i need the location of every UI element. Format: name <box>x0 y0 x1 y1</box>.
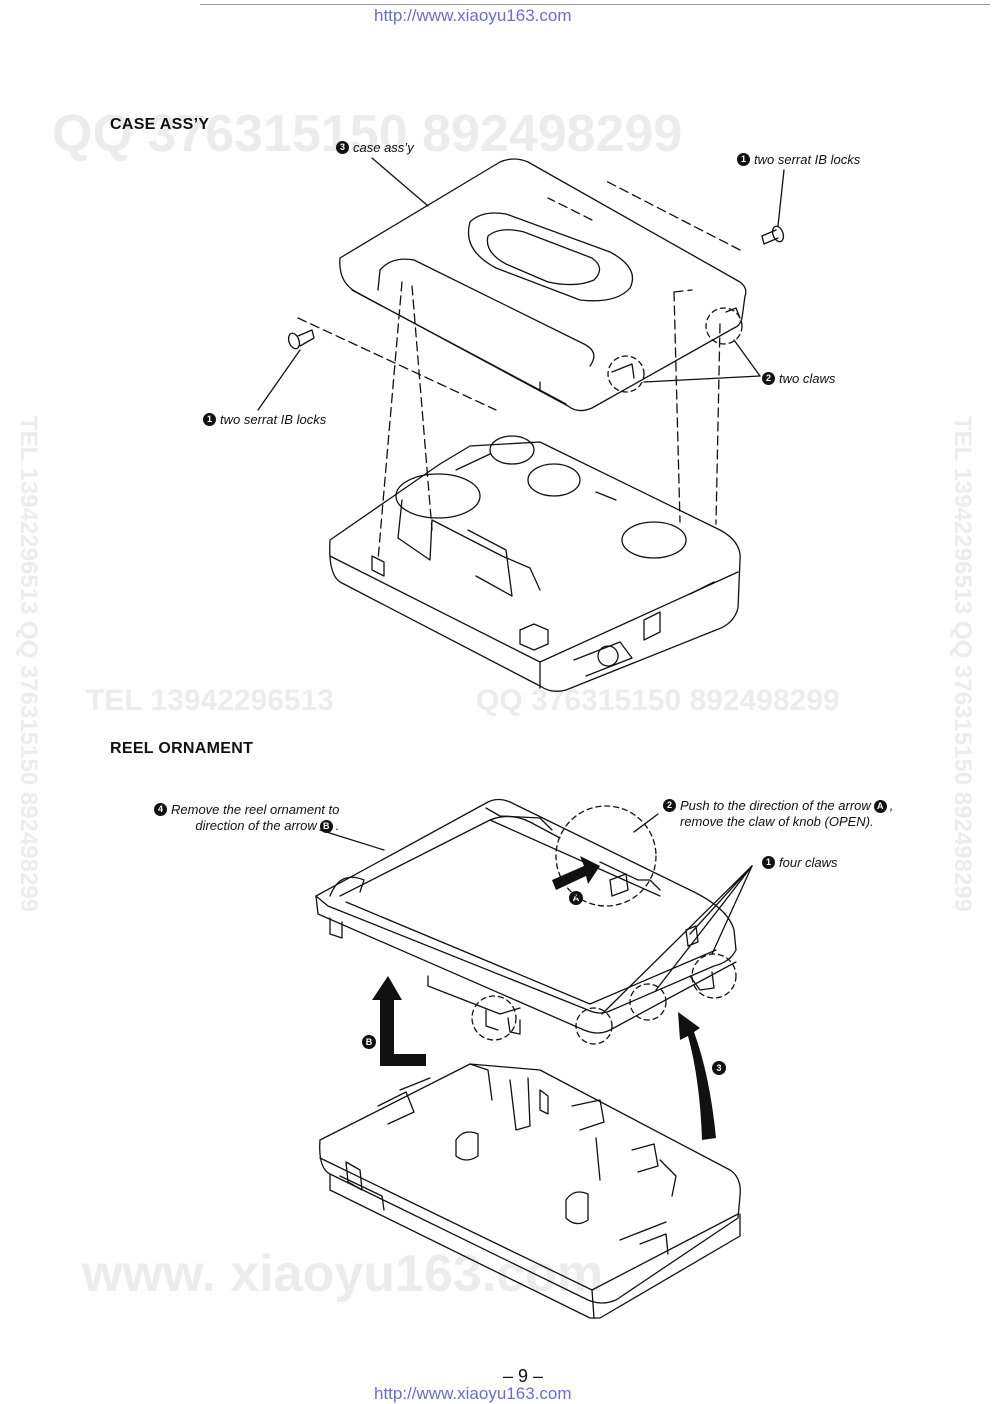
case-mechanism-chassis <box>329 435 741 692</box>
arrow-badge-b: B <box>362 1035 376 1049</box>
case-cover-part <box>339 158 747 412</box>
watermark-bottom: www. xiaoyu163.com <box>82 1245 604 1303</box>
label-text: two serrat IB locks <box>220 412 327 427</box>
label-two-claws: 2 two claws <box>762 371 835 387</box>
label-push-direction: 2 Push to the direction of the arrow A, … <box>663 798 893 830</box>
label-line-1: Remove the reel ornament to <box>171 802 340 817</box>
header-url-link[interactable]: http://www.xiaoyu163.com <box>374 6 572 25</box>
label-text: case ass’y <box>353 140 414 155</box>
arrow-badge-a: A <box>873 800 887 813</box>
label-line-2: direction of the arrow <box>195 818 317 833</box>
label-serrat-locks-left: 1 two serrat IB locks <box>203 412 326 428</box>
label-text: two serrat IB locks <box>754 152 861 167</box>
step-number-badge-3: 3 <box>712 1061 726 1075</box>
claw-circle-left <box>607 355 645 393</box>
arrow-a <box>552 856 600 890</box>
reel-ornament-title: REEL ORNAMENT <box>110 740 254 757</box>
step-number-badge: 1 <box>203 413 216 426</box>
watermark-top: QQ 376315150 892498299 <box>52 105 683 163</box>
claw-circle-2 <box>575 1007 613 1045</box>
reel-ornament-frame <box>315 798 737 1035</box>
label-serrat-locks-right: 1 two serrat IB locks <box>737 152 860 168</box>
claw-circle-3 <box>629 983 667 1021</box>
label-case-assy: 3 case ass’y <box>336 140 414 156</box>
leader-claw-1 <box>643 375 761 383</box>
claw-circle-1 <box>471 995 517 1041</box>
leader-screw-left <box>257 349 301 411</box>
footer-url-link[interactable]: http://www.xiaoyu163.com <box>374 1384 572 1403</box>
label-line-2: remove the claw of knob (OPEN). <box>680 814 874 829</box>
step-number-badge: 2 <box>663 799 676 812</box>
leader-claw-2 <box>733 339 761 377</box>
arrow-b <box>372 976 426 1066</box>
case-assy-title: CASE ASS’Y <box>110 116 210 133</box>
claw-circle-right <box>705 307 743 345</box>
page-number: – 9 – <box>503 1366 544 1386</box>
serrat-lock-screw-right <box>761 225 785 245</box>
claw-circle-4 <box>691 953 737 999</box>
step-number-badge: 2 <box>762 372 775 385</box>
case-guide-lines <box>297 179 741 561</box>
arrow-badge-a: A <box>569 891 583 905</box>
step-number-badge: 4 <box>154 803 167 816</box>
serrat-lock-screw-left <box>287 329 315 350</box>
reel-mechanism-chassis <box>319 1063 741 1319</box>
label-four-claws: 1 four claws <box>762 855 838 871</box>
leader-push <box>633 813 659 833</box>
arrow-badge-b: B <box>319 820 333 833</box>
leader-remove <box>319 829 385 851</box>
label-remove-reel-ornament: 4 Remove the reel ornament to direction … <box>154 802 339 834</box>
header-rule <box>200 4 990 5</box>
label-text: four claws <box>779 855 838 870</box>
arrow-3 <box>678 1012 716 1140</box>
push-area-circle <box>555 805 657 907</box>
label-line-1: Push to the direction of the arrow <box>680 798 871 813</box>
leader-screw-right <box>777 169 785 227</box>
watermark-middle-left: TEL 13942296513 <box>86 684 334 717</box>
watermark-middle-right: QQ 376315150 892498299 <box>476 684 840 717</box>
step-number-badge: 1 <box>762 856 775 869</box>
label-text: two claws <box>779 371 836 386</box>
step-number-badge: 3 <box>336 141 349 154</box>
step-number-badge: 1 <box>737 153 750 166</box>
leader-case-assy <box>371 157 429 207</box>
